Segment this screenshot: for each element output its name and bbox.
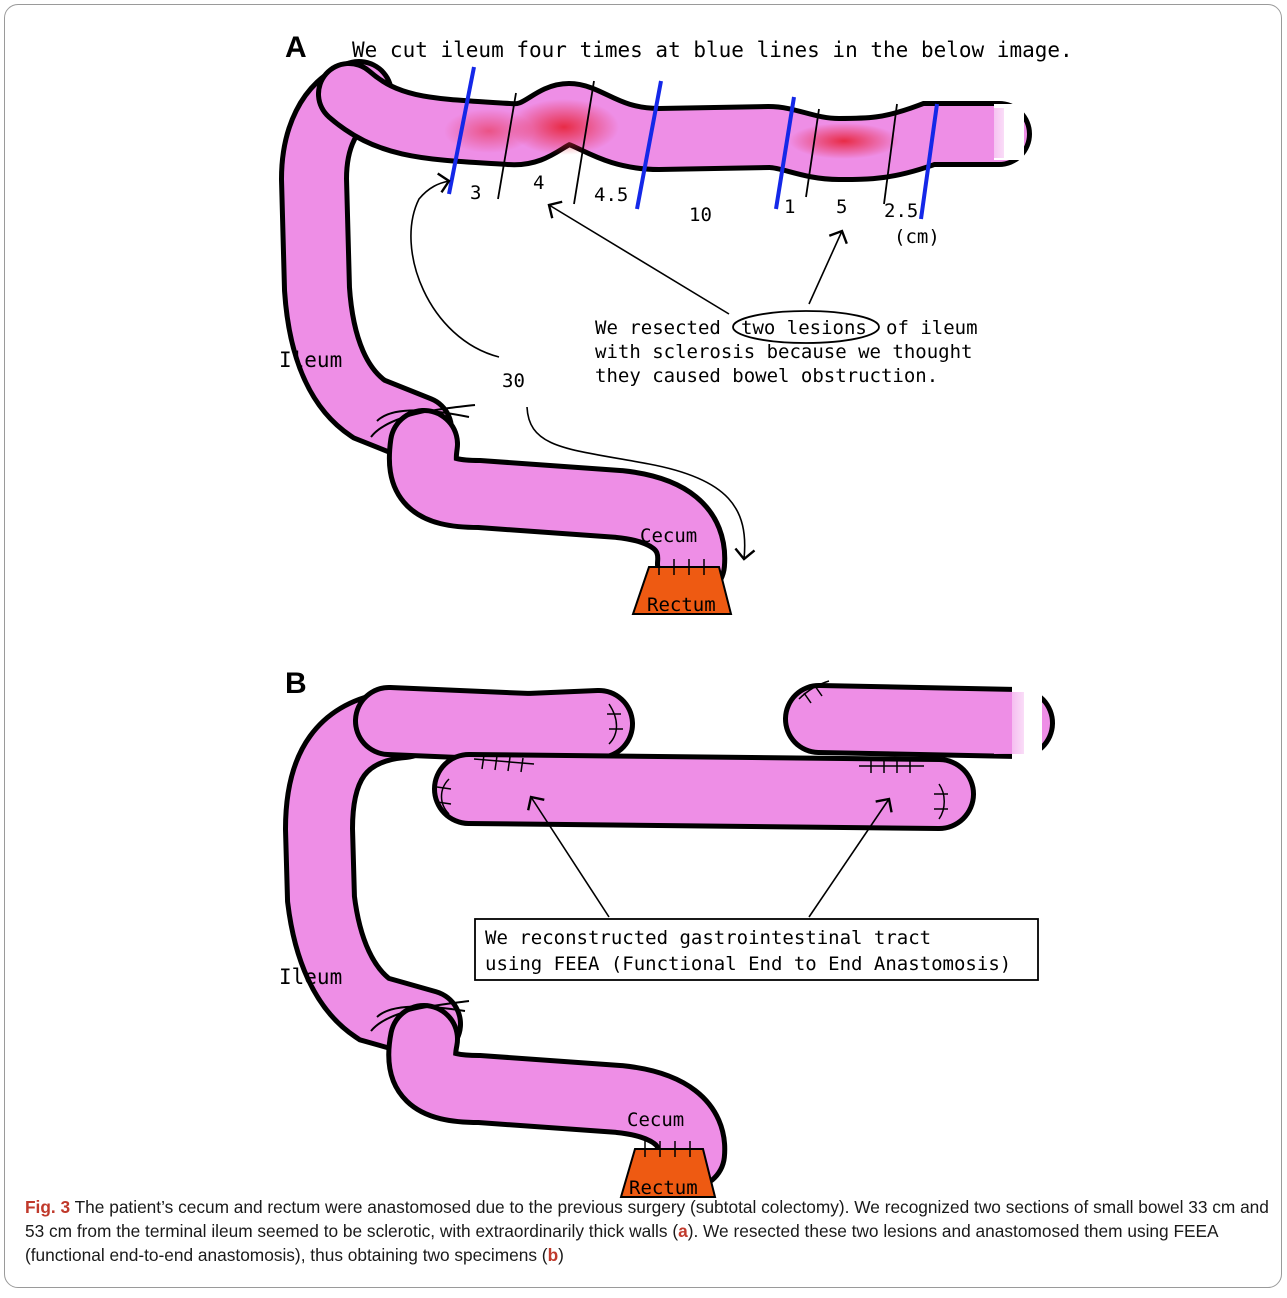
cecum-label-b: Cecum bbox=[627, 1109, 684, 1131]
cecum-label-a: Cecum bbox=[640, 525, 697, 547]
segment-length: 1 bbox=[784, 196, 795, 218]
segment-length: 5 bbox=[836, 196, 847, 218]
caption-fig-label: Fig. 3 bbox=[25, 1197, 70, 1217]
feea-note-line1: We reconstructed gastrointestinal tract bbox=[485, 927, 931, 949]
segment-length: 10 bbox=[689, 204, 712, 226]
horizontal-bowel-a bbox=[349, 94, 1024, 160]
caption-ref-a: a bbox=[678, 1221, 688, 1241]
segment-length: 2.5 bbox=[884, 200, 918, 222]
segment-length: 3 bbox=[470, 182, 481, 204]
figure-frame: A We cut ileum four times at blue lines … bbox=[4, 4, 1282, 1288]
anastomosed-segment-b bbox=[469, 789, 939, 794]
lesion-note-line1a: We resected bbox=[595, 317, 721, 339]
caption-ref-b: b bbox=[548, 1245, 559, 1265]
feea-note-line2: using FEEA (Functional End to End Anasto… bbox=[485, 953, 1011, 975]
ileum-label-b: Ileum bbox=[279, 965, 342, 989]
lesion-note-line1b: of ileum bbox=[886, 317, 978, 339]
panel-a-label: A bbox=[285, 31, 307, 64]
segment-length: 4.5 bbox=[594, 184, 628, 206]
caption-text-3: ) bbox=[558, 1245, 564, 1265]
lower-bowel-b bbox=[422, 1039, 691, 1154]
distance-label: 30 bbox=[502, 370, 525, 392]
lesion-note: We resected two lesions of ileum with sc… bbox=[595, 317, 978, 387]
segment-length: 4 bbox=[533, 172, 544, 194]
figure-caption: Fig. 3 The patient’s cecum and rectum we… bbox=[25, 1195, 1270, 1267]
panel-b-label: B bbox=[285, 667, 307, 700]
lesion-note-line3: they caused bowel obstruction. bbox=[595, 365, 938, 387]
unit-label: (cm) bbox=[894, 226, 940, 248]
rectum-label-a: Rectum bbox=[647, 594, 716, 616]
segment-lengths: 3 4 4.5 10 1 5 2.5 (cm) bbox=[470, 172, 940, 248]
lesion-2 bbox=[789, 123, 899, 159]
diagram-canvas: A We cut ileum four times at blue lines … bbox=[5, 5, 1287, 1298]
lesion-note-circled: two lesions bbox=[741, 317, 867, 339]
lesion-note-line2: with sclerosis because we thought bbox=[595, 341, 973, 363]
panel-a-heading: We cut ileum four times at blue lines in… bbox=[352, 38, 1073, 62]
ileum-label-a: Ileum bbox=[279, 348, 342, 372]
